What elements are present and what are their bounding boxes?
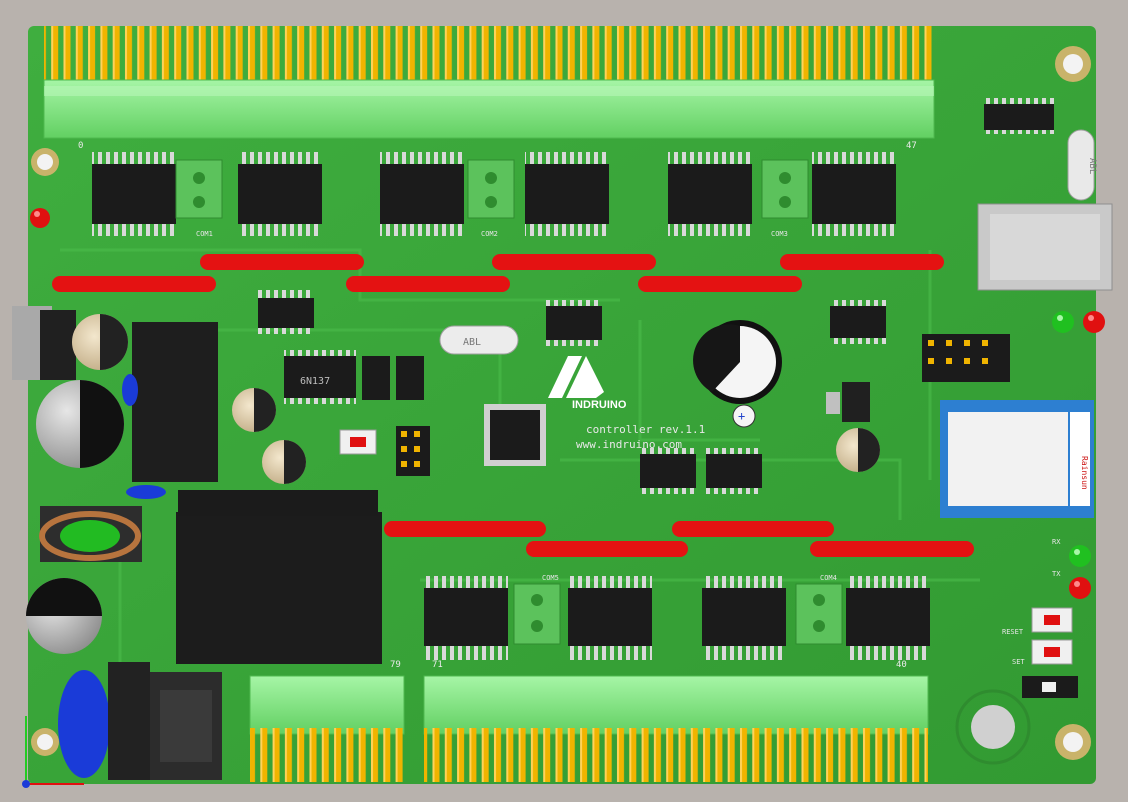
set-label: SET	[1012, 658, 1025, 666]
tx-label: TX	[1052, 570, 1061, 578]
blue-capacitor	[122, 374, 166, 499]
ic-chip	[424, 576, 508, 660]
svg-text:+: +	[738, 409, 745, 423]
rx-label: RX	[1052, 538, 1061, 546]
com-connector-5: COM5	[513, 574, 561, 645]
board-title: controller rev.1.1	[586, 423, 705, 436]
com2-label: COM2	[481, 230, 498, 238]
crystal-oscillator-mid: ABL	[439, 325, 519, 355]
electrolytic-capacitor-mid	[232, 388, 306, 484]
com1-label: COM1	[196, 230, 213, 238]
ic-chip	[238, 152, 322, 236]
relay-block	[176, 490, 382, 664]
ic-chip	[702, 576, 786, 660]
ic-chip-lower-center	[640, 448, 762, 494]
led-green-right	[1052, 311, 1074, 333]
electrolytic-capacitor-small	[72, 314, 128, 370]
ic-chip	[525, 152, 609, 236]
resistor-arrays-lower	[384, 521, 974, 557]
logo-text: INDRUINO	[572, 399, 627, 411]
com4-label: COM4	[820, 574, 837, 582]
top-terminal-header: 0 47	[43, 26, 935, 151]
optocoupler-ic: 6N137	[284, 350, 356, 404]
axis-gizmo	[22, 716, 84, 788]
electrolytic-capacitor-large	[36, 380, 124, 468]
osc-mid-label: ABL	[463, 337, 481, 348]
top-header-left-index: 0	[78, 141, 83, 151]
buzzer: +	[693, 320, 782, 428]
reset-label: RESET	[1002, 628, 1024, 636]
toroid-inductor	[39, 506, 142, 562]
rx-led: RX	[1052, 538, 1091, 567]
voltage-regulator	[12, 306, 76, 380]
crystal-oscillator-top: ABL	[1067, 129, 1097, 201]
ic-chip	[568, 576, 652, 660]
bottom-terminal-left: 79	[249, 660, 405, 782]
com-connector-2: COM2	[467, 159, 515, 238]
usb-connector	[977, 203, 1113, 291]
electrolytic-capacitor-bottom	[26, 578, 102, 654]
ic-chip	[812, 152, 896, 236]
mounting-holes	[31, 46, 1091, 765]
dc-jack	[108, 662, 222, 780]
wireless-module: Rainsun	[940, 400, 1094, 518]
jumper-block	[922, 334, 1010, 382]
microcontroller	[484, 404, 546, 466]
osc-top-label: ABL	[1087, 158, 1097, 174]
electrolytic-capacitor-right	[836, 428, 880, 472]
tx-led: TX	[1052, 570, 1091, 599]
reset-button[interactable]: RESET	[1002, 607, 1073, 636]
slide-switch[interactable]	[1022, 676, 1078, 698]
top-ic-row	[92, 152, 896, 236]
lower-ic-row	[424, 576, 930, 660]
ic-chip-mid-left	[258, 290, 314, 334]
led-red-right	[1083, 311, 1105, 333]
ic-chip-right	[830, 300, 886, 344]
com5-label: COM5	[542, 574, 559, 582]
com-connector-1: COM1	[175, 159, 223, 238]
ic-chip	[668, 152, 752, 236]
bottom-right-index: 40	[896, 660, 907, 670]
bottom-left-index: 79	[390, 660, 401, 670]
led-top-left	[30, 208, 50, 228]
icsp-header	[396, 426, 430, 476]
ic-chip	[92, 152, 176, 236]
eeprom-chip	[984, 98, 1054, 134]
optocoupler-label: 6N137	[300, 376, 330, 387]
ic-chip-center	[546, 300, 602, 346]
ic-chip	[846, 576, 930, 660]
set-button[interactable]: SET	[1012, 639, 1073, 666]
com3-label: COM3	[771, 230, 788, 238]
small-ic-pair	[362, 356, 424, 400]
bottom-mid-index: 71	[432, 660, 443, 670]
resistor-arrays-upper	[52, 254, 944, 292]
power-inductor	[132, 322, 218, 482]
com-connector-4: COM4	[795, 574, 843, 645]
module-brand: Rainsun	[1080, 456, 1089, 490]
com-connector-3: COM3	[761, 159, 809, 238]
board-url: www.indruino.com	[576, 438, 682, 451]
smd-button-small	[339, 429, 377, 455]
regulator-small	[826, 382, 870, 422]
bottom-terminal-right: 71 40	[423, 660, 929, 782]
blue-film-capacitor	[58, 670, 110, 778]
top-header-right-index: 47	[906, 141, 917, 151]
ic-chip	[380, 152, 464, 236]
indruino-logo: INDRUINO controller rev.1.1 www.indruino…	[548, 356, 705, 451]
